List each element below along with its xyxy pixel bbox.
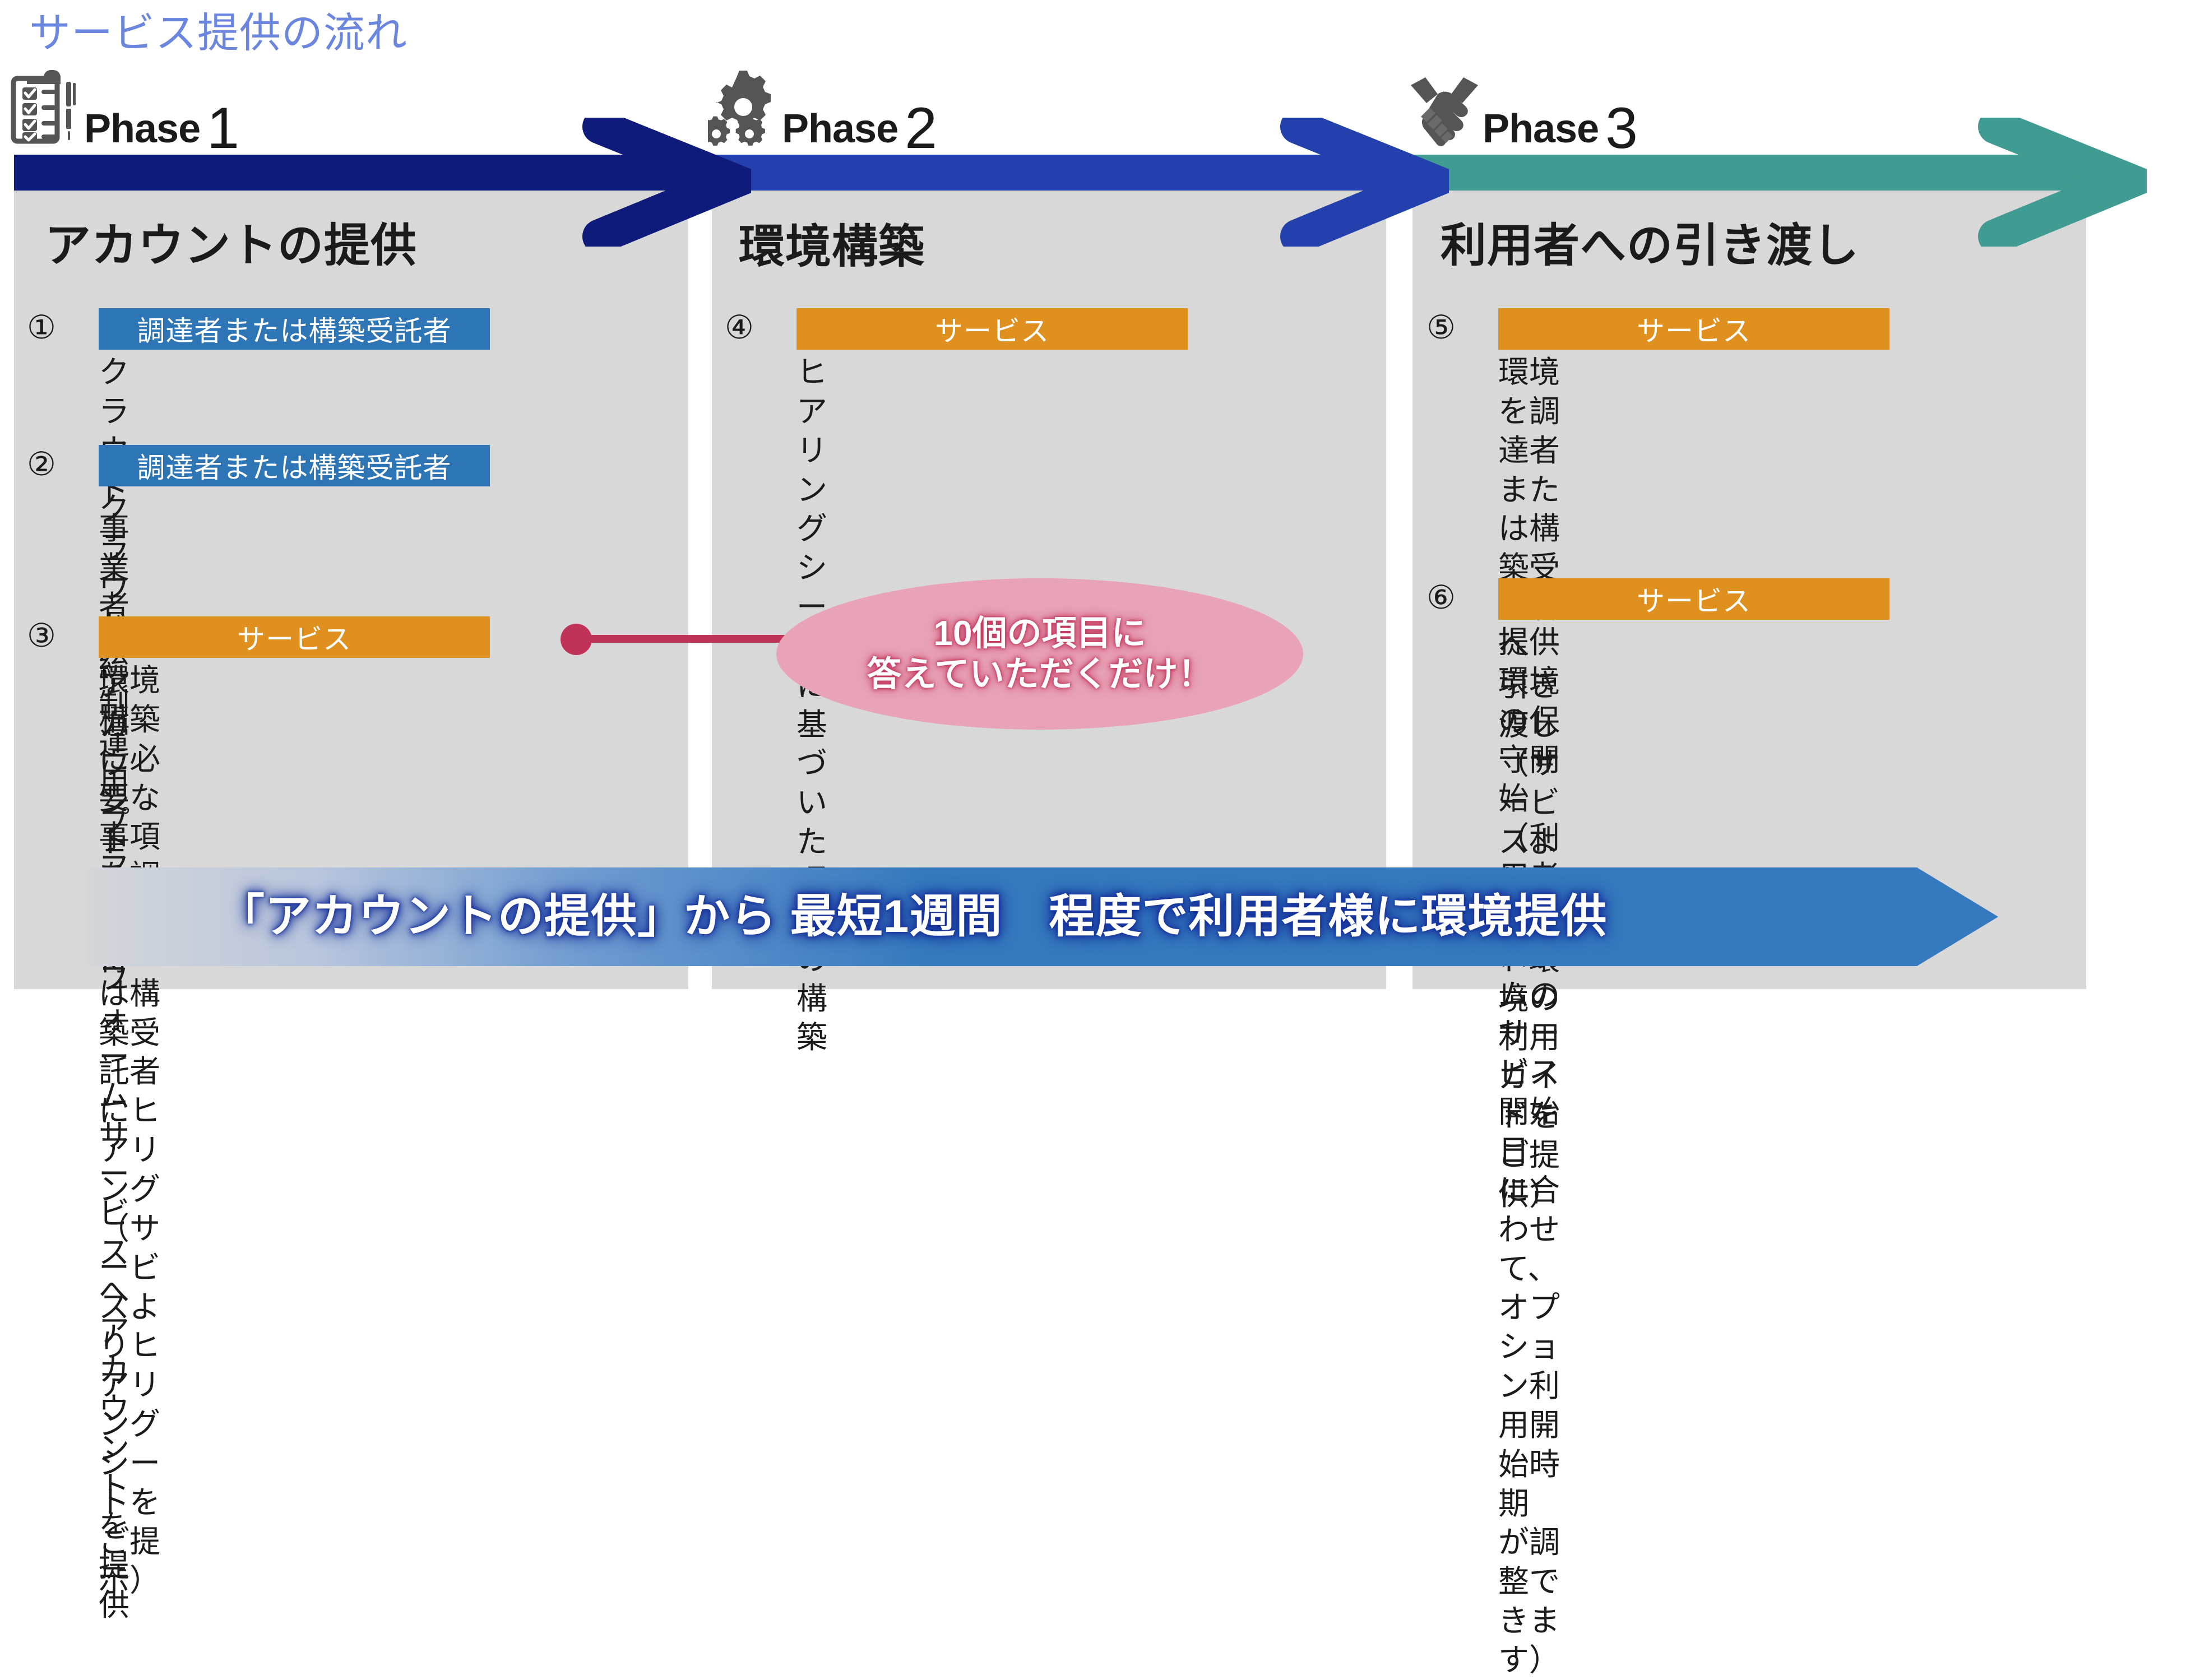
callout-connector-dot [561, 624, 592, 655]
item-role-badge: 調達者または構築受託者 [99, 308, 490, 350]
phase-arrow-bar-3 [1412, 155, 2086, 191]
panel-heading-2: 環境構築 [739, 221, 925, 272]
callout-line-2: 答えていただくだけ！ [867, 655, 1213, 694]
item-marker: ③ [27, 618, 56, 654]
item-marker: ② [27, 446, 56, 482]
item-marker: ⑤ [1427, 309, 1456, 346]
handshake-icon [1409, 68, 1480, 152]
phase-arrow-head-3-icon [1962, 109, 2176, 254]
page-title: サービス提供の流れ [29, 10, 407, 56]
item-marker: ① [27, 309, 56, 346]
item-marker: ⑥ [1427, 579, 1456, 616]
phase-header-1: Phase 1 [10, 68, 239, 161]
item-role-badge: サービス [796, 308, 1188, 350]
panel-heading-3: 利用者への引き渡し [1441, 220, 1860, 271]
phase-label-3: Phase [1483, 106, 1599, 151]
phase-arrow-bar-1 [14, 155, 688, 191]
slide-canvas: サービス提供の流れ [10, 10, 2176, 1677]
panel-heading-1: アカウントの提供 [45, 220, 418, 271]
phase-number-2: 2 [905, 95, 937, 161]
phase-arrow-head-2-icon [1264, 109, 1479, 254]
callout-line-1: 10個の項目に [933, 614, 1146, 653]
item-role-badge: 調達者または構築受託者 [99, 445, 490, 486]
item-role-badge: サービス [99, 616, 490, 658]
phase-header-2: Phase 2 [700, 68, 937, 161]
summary-banner-text: 「アカウントの提供」から 最短1週間 程度で利用者様に環境提供 [219, 891, 1608, 942]
phase-header-3: Phase 3 [1409, 68, 1638, 161]
callout-bubble: 10個の項目に 答えていただくだけ！ [776, 578, 1303, 730]
phase-arrow-head-1-icon [566, 109, 781, 254]
callout-connector-line [578, 635, 797, 643]
item-text: 提供環境の保守開始 （利用者様システムのサービス開始日 に合わせて、オプション利… [1498, 625, 1560, 1677]
phase-arrow-bar-2 [712, 155, 1386, 191]
item-role-badge: サービス [1498, 308, 1889, 350]
clipboard-checklist-icon [10, 68, 82, 152]
phase-label-2: Phase [782, 106, 899, 151]
item-text: 環境構築に必要な事項を調達者 または構築受託者にヒアリング （サービスよりヒアリ… [99, 663, 161, 1598]
phase-number-3: 3 [1605, 95, 1638, 161]
phase-label-1: Phase [84, 106, 201, 151]
item-role-badge: サービス [1498, 578, 1889, 620]
gears-icon [700, 68, 780, 152]
summary-banner-arrow: 「アカウントの提供」から 最短1週間 程度で利用者様に環境提供 [87, 867, 1998, 966]
phase-number-1: 1 [207, 95, 239, 161]
item-marker: ④ [725, 309, 754, 346]
